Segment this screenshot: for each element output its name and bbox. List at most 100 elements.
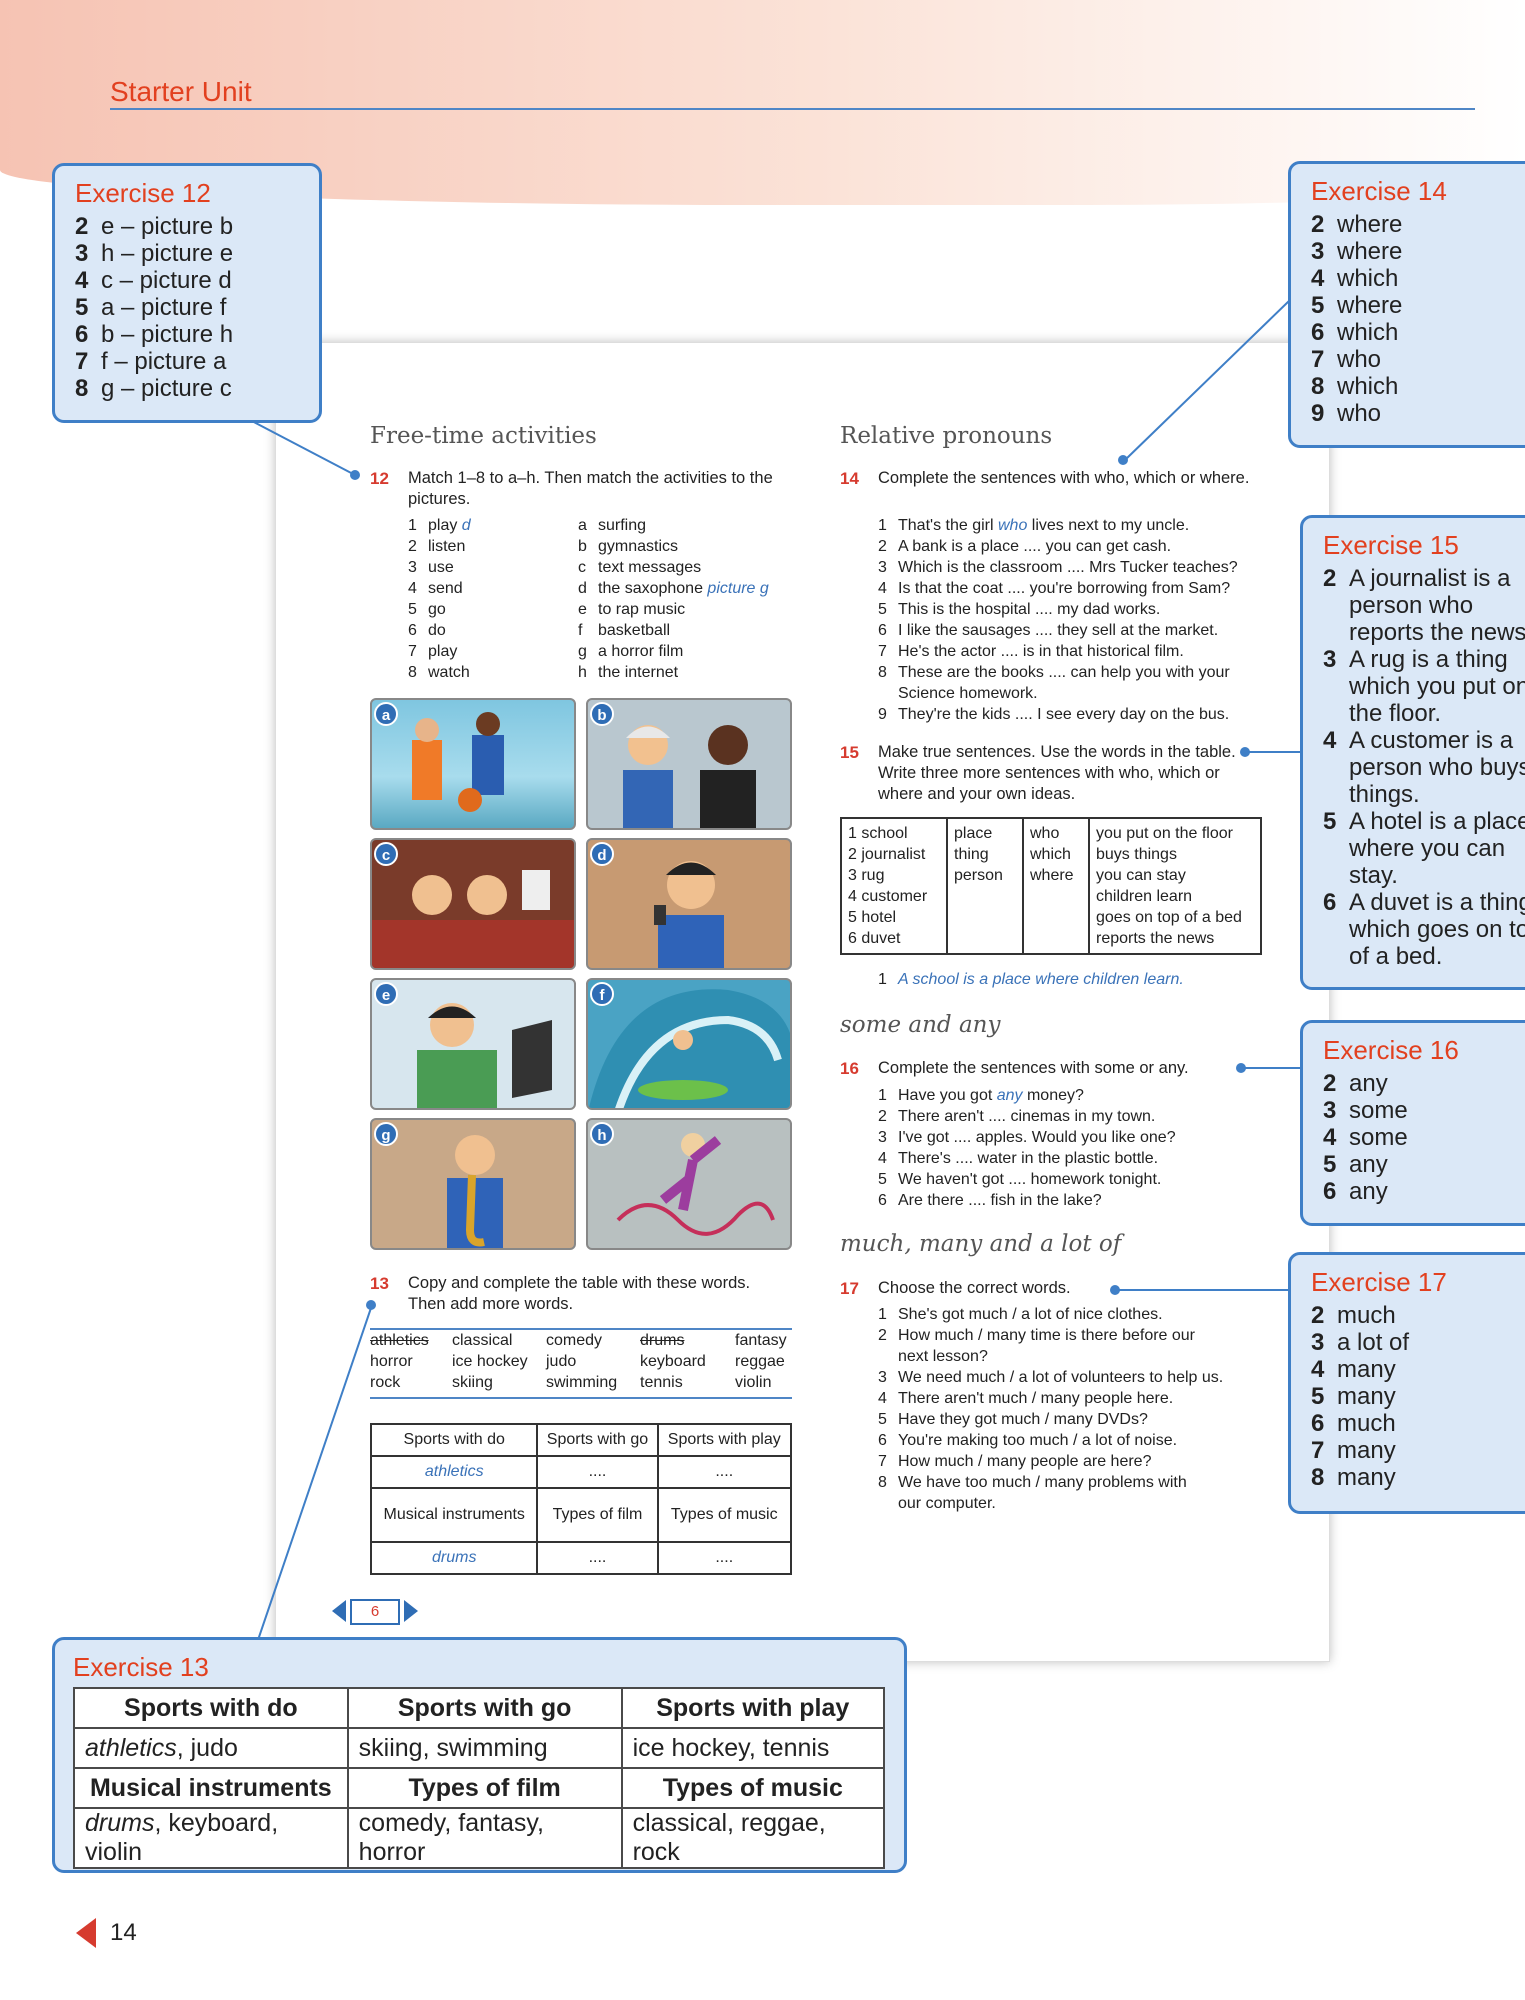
answer-number: 8 bbox=[1311, 1464, 1325, 1491]
item-number: 9 bbox=[878, 706, 887, 723]
answer-text: e – picture b bbox=[101, 213, 234, 240]
answer-number: 3 bbox=[1323, 646, 1337, 673]
item-text: Have you got bbox=[898, 1087, 997, 1104]
answer-line: of a bed. bbox=[1323, 943, 1525, 970]
prev-page-arrow-icon[interactable] bbox=[332, 1600, 346, 1622]
section-heading-much-many: much, many and a lot of bbox=[840, 1231, 1122, 1257]
item-number: d bbox=[578, 580, 587, 597]
answer-number: 3 bbox=[75, 240, 89, 267]
answer-text: a lot of bbox=[1337, 1329, 1410, 1356]
item-text: do bbox=[428, 622, 446, 639]
item-text: play bbox=[428, 643, 458, 660]
answer-word: drums bbox=[85, 1809, 155, 1837]
next-page-arrow-icon[interactable] bbox=[404, 1600, 418, 1622]
picture-label: g bbox=[374, 1122, 398, 1146]
answer-number: 6 bbox=[1311, 319, 1325, 346]
item-number: 7 bbox=[878, 643, 887, 660]
picture-h: h bbox=[586, 1118, 792, 1250]
table-cell: drums bbox=[369, 1541, 539, 1575]
answer-number: 4 bbox=[1323, 1124, 1337, 1151]
answer-text: a – picture f bbox=[101, 294, 227, 321]
answer-number: 7 bbox=[1311, 346, 1325, 373]
item-number: 7 bbox=[878, 1453, 887, 1470]
answer-line: the floor. bbox=[1323, 700, 1525, 727]
picture-label: f bbox=[590, 982, 614, 1006]
word-bank-item: reggae bbox=[735, 1353, 785, 1370]
item-number: 6 bbox=[878, 622, 887, 639]
word-bank-item: skiing bbox=[452, 1374, 493, 1391]
list-item: 4 There's .... water in the plastic bottl… bbox=[878, 1148, 1158, 1169]
table-cell-line: place bbox=[954, 825, 993, 842]
item-text: There aren't .... cinemas in my town. bbox=[898, 1108, 1156, 1125]
answer-number: 6 bbox=[75, 321, 89, 348]
table-cell: .... bbox=[656, 1541, 793, 1575]
item-text: our computer. bbox=[898, 1495, 996, 1512]
answer-text: who bbox=[1337, 400, 1382, 427]
table-header: Types of music bbox=[656, 1487, 793, 1543]
answer-text: many bbox=[1337, 1437, 1396, 1464]
word-bank-item: fantasy bbox=[735, 1332, 787, 1349]
answer-text: which you put on bbox=[1349, 673, 1525, 700]
table-header: Sports with go bbox=[536, 1423, 659, 1457]
item-text: a horror film bbox=[598, 643, 684, 660]
item-text: They're the kids .... I see every day on… bbox=[898, 706, 1230, 723]
answer-number: 5 bbox=[1323, 1151, 1337, 1178]
item-number: 1 bbox=[878, 1087, 887, 1104]
item-text: the internet bbox=[598, 664, 679, 681]
item-text: basketball bbox=[598, 622, 671, 639]
item-text: There's .... water in the plastic bottle… bbox=[898, 1150, 1159, 1167]
list-item: g a horror film bbox=[578, 641, 683, 662]
answer-number: 8 bbox=[1311, 373, 1325, 400]
answer-text: b – picture h bbox=[101, 321, 234, 348]
answer-text: f – picture a bbox=[101, 348, 227, 375]
table-header: Sports with play bbox=[656, 1423, 793, 1457]
answer-words: , judo bbox=[176, 1733, 238, 1762]
answer-text: much bbox=[1337, 1302, 1396, 1329]
ex16-instruction: Complete the sentences with some or any. bbox=[878, 1059, 1189, 1077]
ex12-instruction: Match 1–8 to a–h. Then match the activit… bbox=[408, 469, 773, 508]
item-number: g bbox=[578, 643, 587, 660]
picture-e: e bbox=[370, 978, 576, 1110]
word-bank-item: classical bbox=[452, 1332, 513, 1349]
title-rule bbox=[110, 108, 1475, 110]
answer-text: where bbox=[1337, 211, 1403, 238]
word-bank-item: judo bbox=[546, 1353, 577, 1370]
page-number-box: 6 bbox=[350, 1599, 400, 1625]
answer-box-title: Exercise 12 bbox=[75, 178, 211, 208]
answer-number: 6 bbox=[1323, 1178, 1337, 1205]
item-number: 5 bbox=[878, 1411, 887, 1428]
item-text: to rap music bbox=[598, 601, 686, 618]
exercise-number: 16 bbox=[840, 1059, 859, 1078]
item-number: 1 bbox=[878, 1306, 887, 1323]
word-bank-item: tennis bbox=[640, 1374, 683, 1391]
item-text: gymnastics bbox=[598, 538, 679, 555]
item-number: 4 bbox=[878, 1150, 887, 1167]
section-heading-some-any: some and any bbox=[840, 1012, 1001, 1038]
item-text: listen bbox=[428, 538, 466, 555]
answer-text: which bbox=[1337, 265, 1399, 292]
item-number: e bbox=[578, 601, 587, 618]
exercise-number: 15 bbox=[840, 743, 859, 762]
answer-text: of a bed. bbox=[1349, 943, 1443, 970]
answer-number: 2 bbox=[1311, 211, 1325, 238]
answer-number: 5 bbox=[1311, 292, 1325, 319]
item-number: 3 bbox=[878, 1369, 887, 1386]
